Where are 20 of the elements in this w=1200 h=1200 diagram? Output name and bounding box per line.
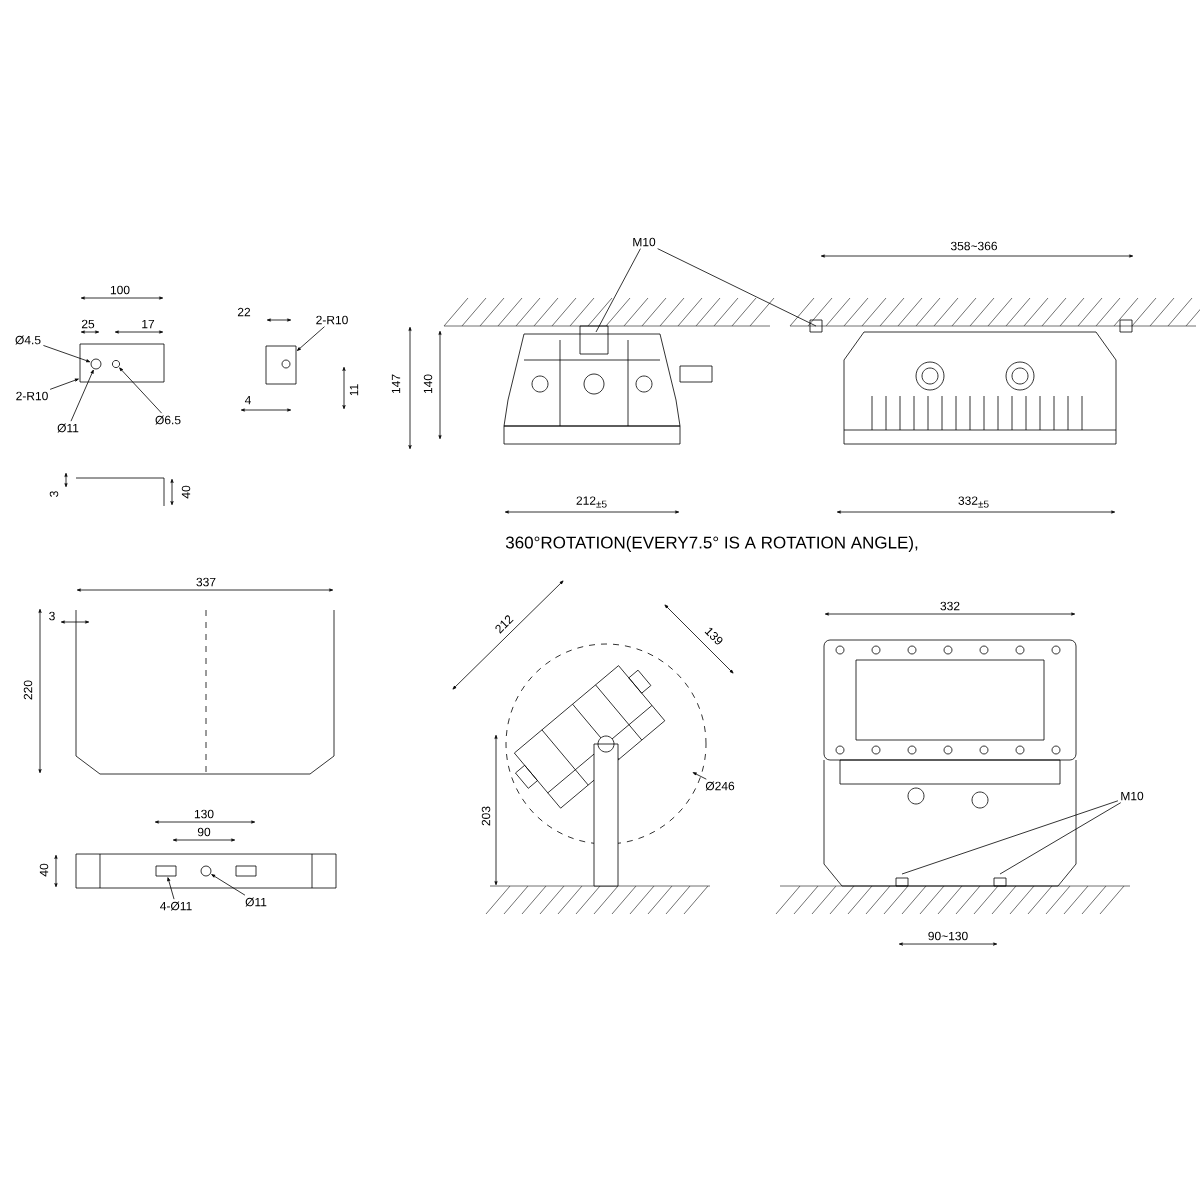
- mounting-bar: [75, 853, 337, 889]
- leader-line: [211, 874, 246, 896]
- heading-text: 360°ROTATION(EVERY7.5° IS A ROTATION ANGLE),: [504, 535, 920, 553]
- hole: [90, 358, 102, 370]
- leader-line: [692, 772, 707, 780]
- leader-line: [595, 248, 641, 333]
- leader-line: [119, 367, 163, 414]
- leader-line: [70, 369, 94, 422]
- bracket-plate: [79, 343, 165, 383]
- slot: [155, 865, 177, 877]
- hole: [200, 865, 212, 877]
- leader-line: [296, 326, 325, 351]
- bracket-plate: [265, 345, 297, 385]
- leader-line: [43, 345, 91, 363]
- leader-line: [167, 877, 175, 900]
- leader-line: [49, 378, 79, 390]
- leader-line: [657, 248, 817, 327]
- leader-line: [999, 802, 1122, 875]
- leader-line: [901, 800, 1119, 875]
- hole: [112, 360, 120, 368]
